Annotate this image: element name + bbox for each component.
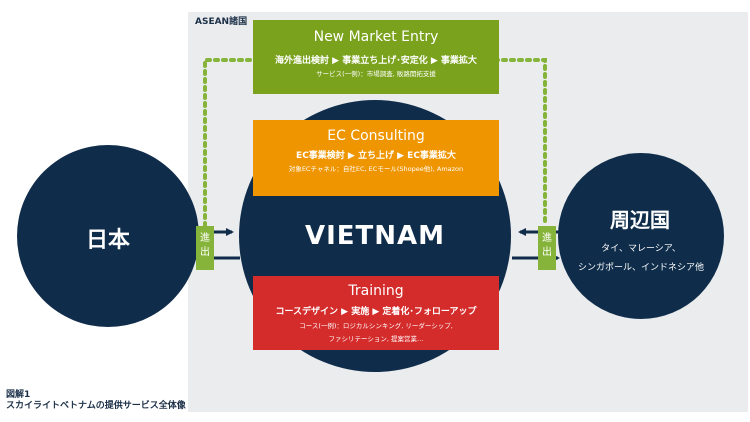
ec-consulting-box: EC Consulting EC事業検討 ▶ 立ち上げ ▶ EC事業拡大 対象E…	[253, 120, 499, 196]
neighbors-line1: タイ、マレーシア、	[601, 244, 681, 254]
figure-number: 図解1	[6, 390, 31, 400]
training-courses-line2: ファシリテーション, 提案営業…	[328, 335, 424, 343]
entry-tab-left: 進出	[196, 226, 214, 270]
region-label: ASEAN諸国	[195, 17, 248, 27]
neighbors-title: 周辺国	[610, 208, 670, 232]
new-market-entry-title: New Market Entry	[313, 29, 439, 45]
ec-consulting-channels: 対象ECチャネル：自社EC, ECモール(Shopee他), Amazon	[288, 165, 464, 173]
neighbors-line2: シンガポール、インドネシア他	[577, 263, 704, 273]
entry-tab-right: 進出	[538, 226, 556, 270]
vietnam-label: VIETNAM	[304, 221, 446, 251]
training-box: Training コースデザイン ▶ 実施 ▶ 定着化･フォローアップ コース(…	[253, 276, 499, 350]
training-courses-line1: コース(一例)：ロジカルシンキング, リーダーシップ,	[299, 322, 453, 330]
neighbors-circle	[558, 153, 724, 319]
ec-consulting-title: EC Consulting	[327, 128, 425, 144]
japan-circle	[17, 145, 199, 327]
new-market-entry-box: New Market Entry 海外進出検討 ▶ 事業立ち上げ･安定化 ▶ 事…	[253, 20, 499, 94]
ec-consulting-flow: EC事業検討 ▶ 立ち上げ ▶ EC事業拡大	[296, 151, 456, 161]
new-market-entry-flow: 海外進出検討 ▶ 事業立ち上げ･安定化 ▶ 事業拡大	[275, 56, 477, 66]
training-title: Training	[348, 283, 404, 299]
new-market-entry-examples: サービス(一例)：市場調査, 販路開拓支援	[316, 70, 436, 78]
neighbors-description: タイ、マレーシア、 シンガポール、インドネシア他	[566, 240, 716, 278]
figure-title: スカイライトベトナムの提供サービス全体像	[6, 401, 186, 411]
japan-label: 日本	[85, 228, 130, 253]
training-flow: コースデザイン ▶ 実施 ▶ 定着化･フォローアップ	[275, 307, 477, 317]
figure-caption: 図解1 スカイライトベトナムの提供サービス全体像	[6, 390, 186, 412]
